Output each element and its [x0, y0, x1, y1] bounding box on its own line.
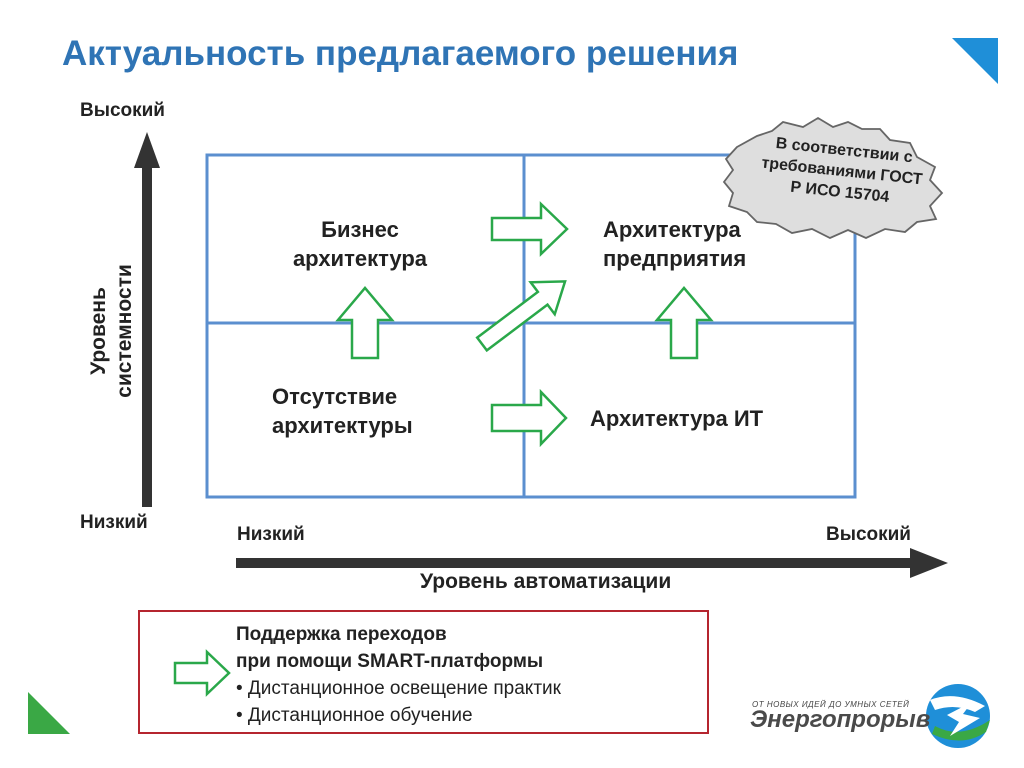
quadrant-label-line: Архитектура	[603, 217, 741, 242]
brand-slogan: ОТ НОВЫХ ИДЕЙ ДО УМНЫХ СЕТЕЙ	[752, 700, 910, 709]
y-axis-title-line1: Уровень	[87, 287, 110, 375]
brand-logo-icon	[926, 684, 990, 748]
y-axis-low-label: Низкий	[80, 512, 148, 533]
quadrant-it-architecture: Архитектура ИТ	[590, 406, 764, 431]
quadrant-no-architecture: Отсутствие архитектуры	[272, 382, 413, 440]
x-axis-arrow	[236, 548, 948, 578]
arrow-right-bottom	[490, 388, 568, 448]
x-axis-low-label: Низкий	[237, 524, 305, 545]
gost-stamp	[722, 116, 944, 239]
quadrant-enterprise-architecture: Архитектура предприятия	[603, 215, 746, 273]
legend-heading-line1: Поддержка переходов	[236, 624, 447, 645]
quadrant-label-line: архитектуры	[272, 413, 413, 438]
quadrant-business-architecture: Бизнес архитектура	[270, 215, 450, 273]
corner-triangle-bottom-left	[28, 692, 70, 734]
arrow-up-left	[335, 286, 395, 360]
quadrant-label-line: Отсутствие	[272, 384, 398, 409]
quadrant-grid	[205, 153, 857, 499]
corner-triangle-top-right	[952, 38, 998, 84]
y-axis-high-label: Высокий	[80, 100, 165, 121]
page-title: Актуальность предлагаемого решения	[62, 34, 739, 73]
brand-name: Энергопрорыв	[750, 706, 931, 733]
quadrant-label-line: архитектура	[292, 246, 428, 271]
arrow-right-top	[490, 201, 569, 257]
legend-heading-line2: при помощи SMART-платформы	[236, 651, 544, 672]
quadrant-label-line: предприятия	[603, 246, 747, 271]
legend-bullet: • Дистанционное обучение	[236, 705, 473, 726]
quadrant-label-line: Бизнес	[321, 217, 399, 242]
x-axis-title: Уровень автоматизации	[420, 570, 672, 593]
legend-bullet: • Дистанционное освещение практик	[236, 678, 561, 699]
y-axis-title-line2: системности	[113, 264, 136, 398]
arrow-diagonal	[475, 280, 567, 353]
y-axis-title: Уровень системности	[86, 201, 138, 461]
arrow-up-right	[654, 286, 714, 360]
y-axis-arrow	[134, 132, 160, 507]
x-axis-high-label: Высокий	[826, 524, 911, 545]
legend-arrow	[173, 649, 231, 697]
legend-box	[138, 610, 709, 734]
